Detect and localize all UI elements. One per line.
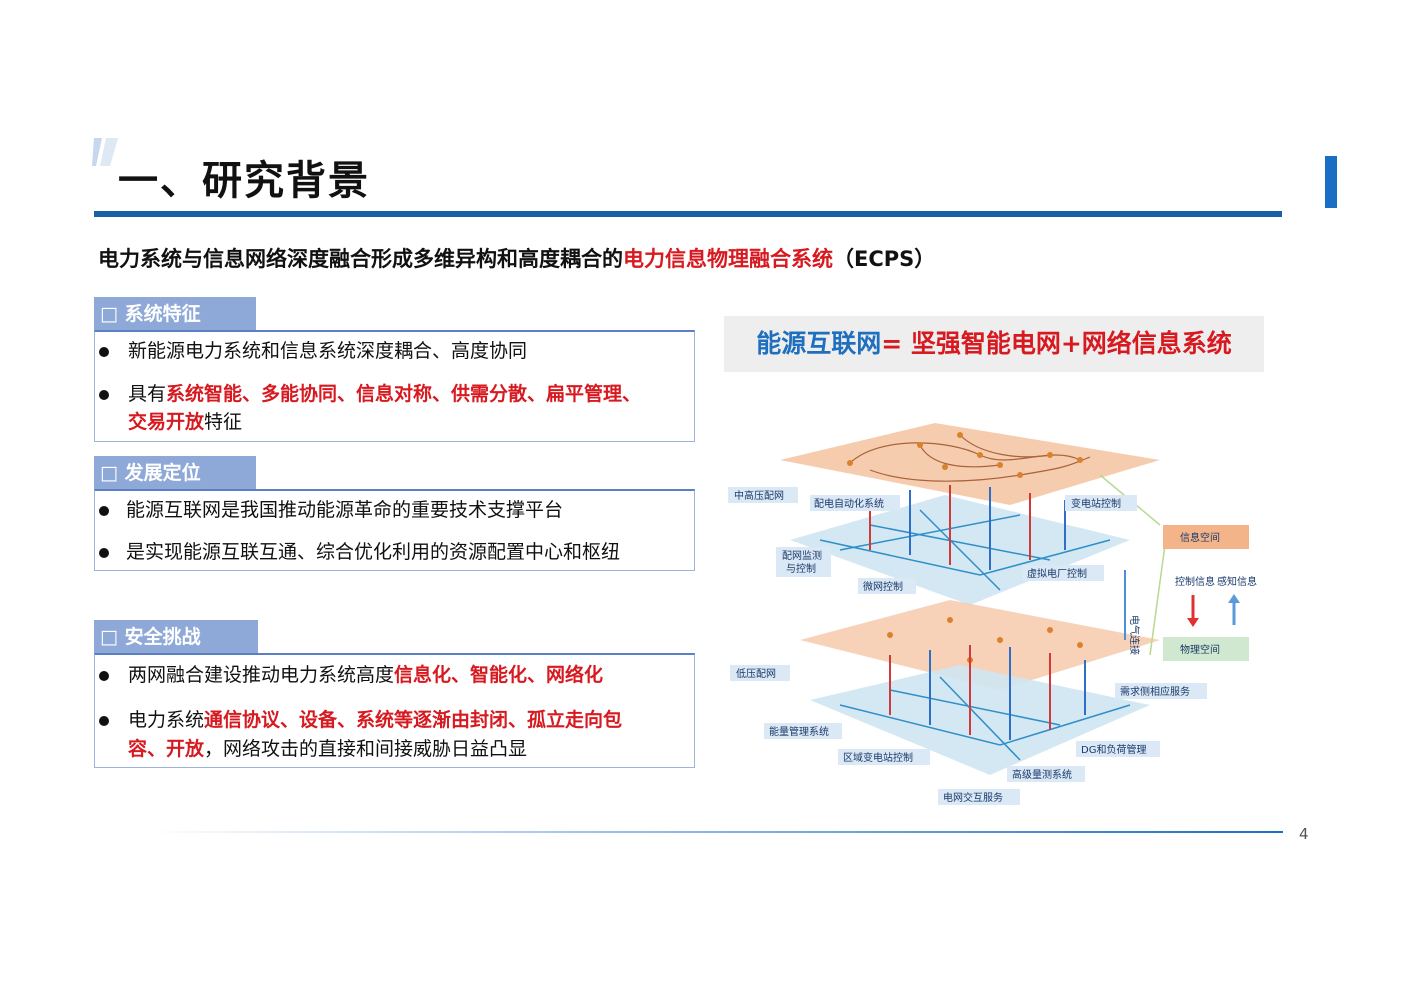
label-grid-interaction: 电网交互服务 <box>943 791 1003 804</box>
page-title: 一、研究背景 <box>118 158 370 204</box>
section-heading-features: □ 系统特征 <box>94 297 256 331</box>
bullet-text-plain: 两网融合建设推动电力系统高度 <box>128 664 395 686</box>
label-bg <box>1115 683 1207 699</box>
bullet-text-highlight: 容、开放 <box>128 738 205 760</box>
equation-banner: 能源互联网= 坚强智能电网+网络信息系统 <box>724 316 1264 372</box>
ecps-layer-diagram: 电气连接 信息空间 控制信息 感知信息 物理空间 中高压配网 配电自动化系统 变… <box>728 423 1257 805</box>
physical-space-label: 物理空间 <box>1180 643 1220 656</box>
ctrl-info-label: 控制信息 <box>1175 575 1215 588</box>
label-dist-monitor-1: 配网监测 <box>782 549 822 562</box>
label-bg <box>938 789 1020 805</box>
lower-grid-plane <box>810 665 1150 775</box>
label-bg <box>810 495 900 511</box>
label-dist-automation: 配电自动化系统 <box>814 497 884 510</box>
label-demand-response: 需求侧相应服务 <box>1120 685 1190 698</box>
equation-right: = 坚强智能电网+网络信息系统 <box>881 329 1232 358</box>
bullet-icon <box>99 671 109 681</box>
bullet-text: 容、开放，网络攻击的直接和间接威胁日益凸显 <box>128 735 527 764</box>
upper-nodes <box>847 432 1083 478</box>
section-box-security: 两网融合建设推动电力系统高度信息化、智能化、网络化 电力系统通信协议、设备、系统… <box>94 653 695 768</box>
section-heading-positioning: □ 发展定位 <box>94 456 256 490</box>
lower-grid-lines <box>839 676 1131 761</box>
section-box-positioning: 能源互联网是我国推动能源革命的重要技术支撑平台 是实现能源互联互通、综合优化利用… <box>94 489 695 571</box>
electric-link-label: 电气连接 <box>1128 615 1141 655</box>
bullet-text-highlight: 信息化、智能化、网络化 <box>394 664 604 686</box>
label-bg <box>1007 766 1085 782</box>
upper-info-plane <box>780 423 1160 505</box>
bullet-icon <box>99 548 109 558</box>
lower-nodes <box>887 617 1083 663</box>
bullet-text-plain: 特征 <box>204 411 243 433</box>
label-energy-mgmt: 能量管理系统 <box>769 725 829 738</box>
label-bg <box>1022 565 1104 581</box>
label-ami: 高级量测系统 <box>1012 768 1072 781</box>
label-low-voltage: 低压配网 <box>736 667 776 680</box>
subtitle-highlight: 电力信息物理融合系统 <box>623 247 833 271</box>
section-heading-security: □ 安全挑战 <box>94 620 258 654</box>
connector-line <box>1149 544 1166 656</box>
slide-subtitle: 电力系统与信息网络深度融合形成多维异构和高度耦合的电力信息物理融合系统（ECPS… <box>98 244 935 274</box>
physical-space-box <box>1163 637 1249 661</box>
label-substation-control: 变电站控制 <box>1071 497 1121 510</box>
label-bg <box>1065 495 1137 511</box>
page-number: 4 <box>1299 825 1309 843</box>
label-bg <box>838 749 930 765</box>
bullet-text: 交易开放特征 <box>128 408 242 437</box>
info-space-label: 信息空间 <box>1180 531 1220 544</box>
info-space-box <box>1163 525 1249 549</box>
label-bg <box>776 547 831 577</box>
bullet-text: 两网融合建设推动电力系统高度信息化、智能化、网络化 <box>128 661 603 690</box>
label-vpp: 虚拟电厂控制 <box>1027 567 1087 580</box>
section-box-features: 新能源电力系统和信息系统深度耦合、高度协同 具有系统智能、多能协同、信息对称、供… <box>94 330 695 442</box>
bullet-icon <box>99 506 109 516</box>
bullet-icon <box>99 347 109 357</box>
label-regional-substation: 区域变电站控制 <box>843 751 913 764</box>
lower-info-plane <box>800 600 1160 690</box>
bullet-text-highlight: 系统智能、多能协同、信息对称、供需分散、扁平管理、 <box>166 383 642 405</box>
bullet-icon <box>99 390 109 400</box>
label-bg <box>764 723 842 739</box>
bullet-text: 能源互联网是我国推动能源革命的重要技术支撑平台 <box>126 499 564 521</box>
bullet-icon <box>99 716 109 726</box>
label-bg <box>1076 741 1160 757</box>
sense-info-label: 感知信息 <box>1217 575 1257 588</box>
bullet-text: 电力系统通信协议、设备、系统等逐渐由封闭、孤立走向包 <box>128 706 622 735</box>
vertical-arrows-bottom <box>889 645 1086 740</box>
subtitle-suffix: （ECPS） <box>833 247 936 271</box>
bullet-text-highlight: 通信协议、设备、系统等逐渐由封闭、孤立走向包 <box>204 709 623 731</box>
equation-left: 能源互联网 <box>756 329 882 358</box>
bullet-text: 新能源电力系统和信息系统深度耦合、高度协同 <box>128 340 528 362</box>
up-arrow-head-icon <box>1228 594 1240 603</box>
label-bg <box>730 665 790 681</box>
bullet-text-plain: 电力系统 <box>128 709 205 731</box>
title-decoration-icon <box>92 138 118 166</box>
down-arrow-head-icon <box>1187 618 1199 627</box>
label-mid-high-voltage: 中高压配网 <box>734 489 784 502</box>
label-dg-load: DG和负荷管理 <box>1081 743 1146 756</box>
side-accent-bar <box>1325 156 1337 208</box>
label-bg <box>858 578 916 594</box>
label-microgrid: 微网控制 <box>863 580 903 593</box>
bullet-text-plain: 具有 <box>128 383 167 405</box>
title-underline <box>94 211 1282 217</box>
subtitle-text: 电力系统与信息网络深度融合形成多维异构和高度耦合的 <box>98 247 623 271</box>
label-bg <box>728 487 798 503</box>
bullet-text: 是实现能源互联互通、综合优化利用的资源配置中心和枢纽 <box>126 541 621 563</box>
bullet-text-plain: ，网络攻击的直接和间接威胁日益凸显 <box>204 738 528 760</box>
footer-divider <box>150 831 1283 833</box>
bullet-text: 具有系统智能、多能协同、信息对称、供需分散、扁平管理、 <box>128 380 641 409</box>
bullet-text-highlight: 交易开放 <box>128 411 205 433</box>
label-dist-monitor-2: 与控制 <box>786 562 816 575</box>
